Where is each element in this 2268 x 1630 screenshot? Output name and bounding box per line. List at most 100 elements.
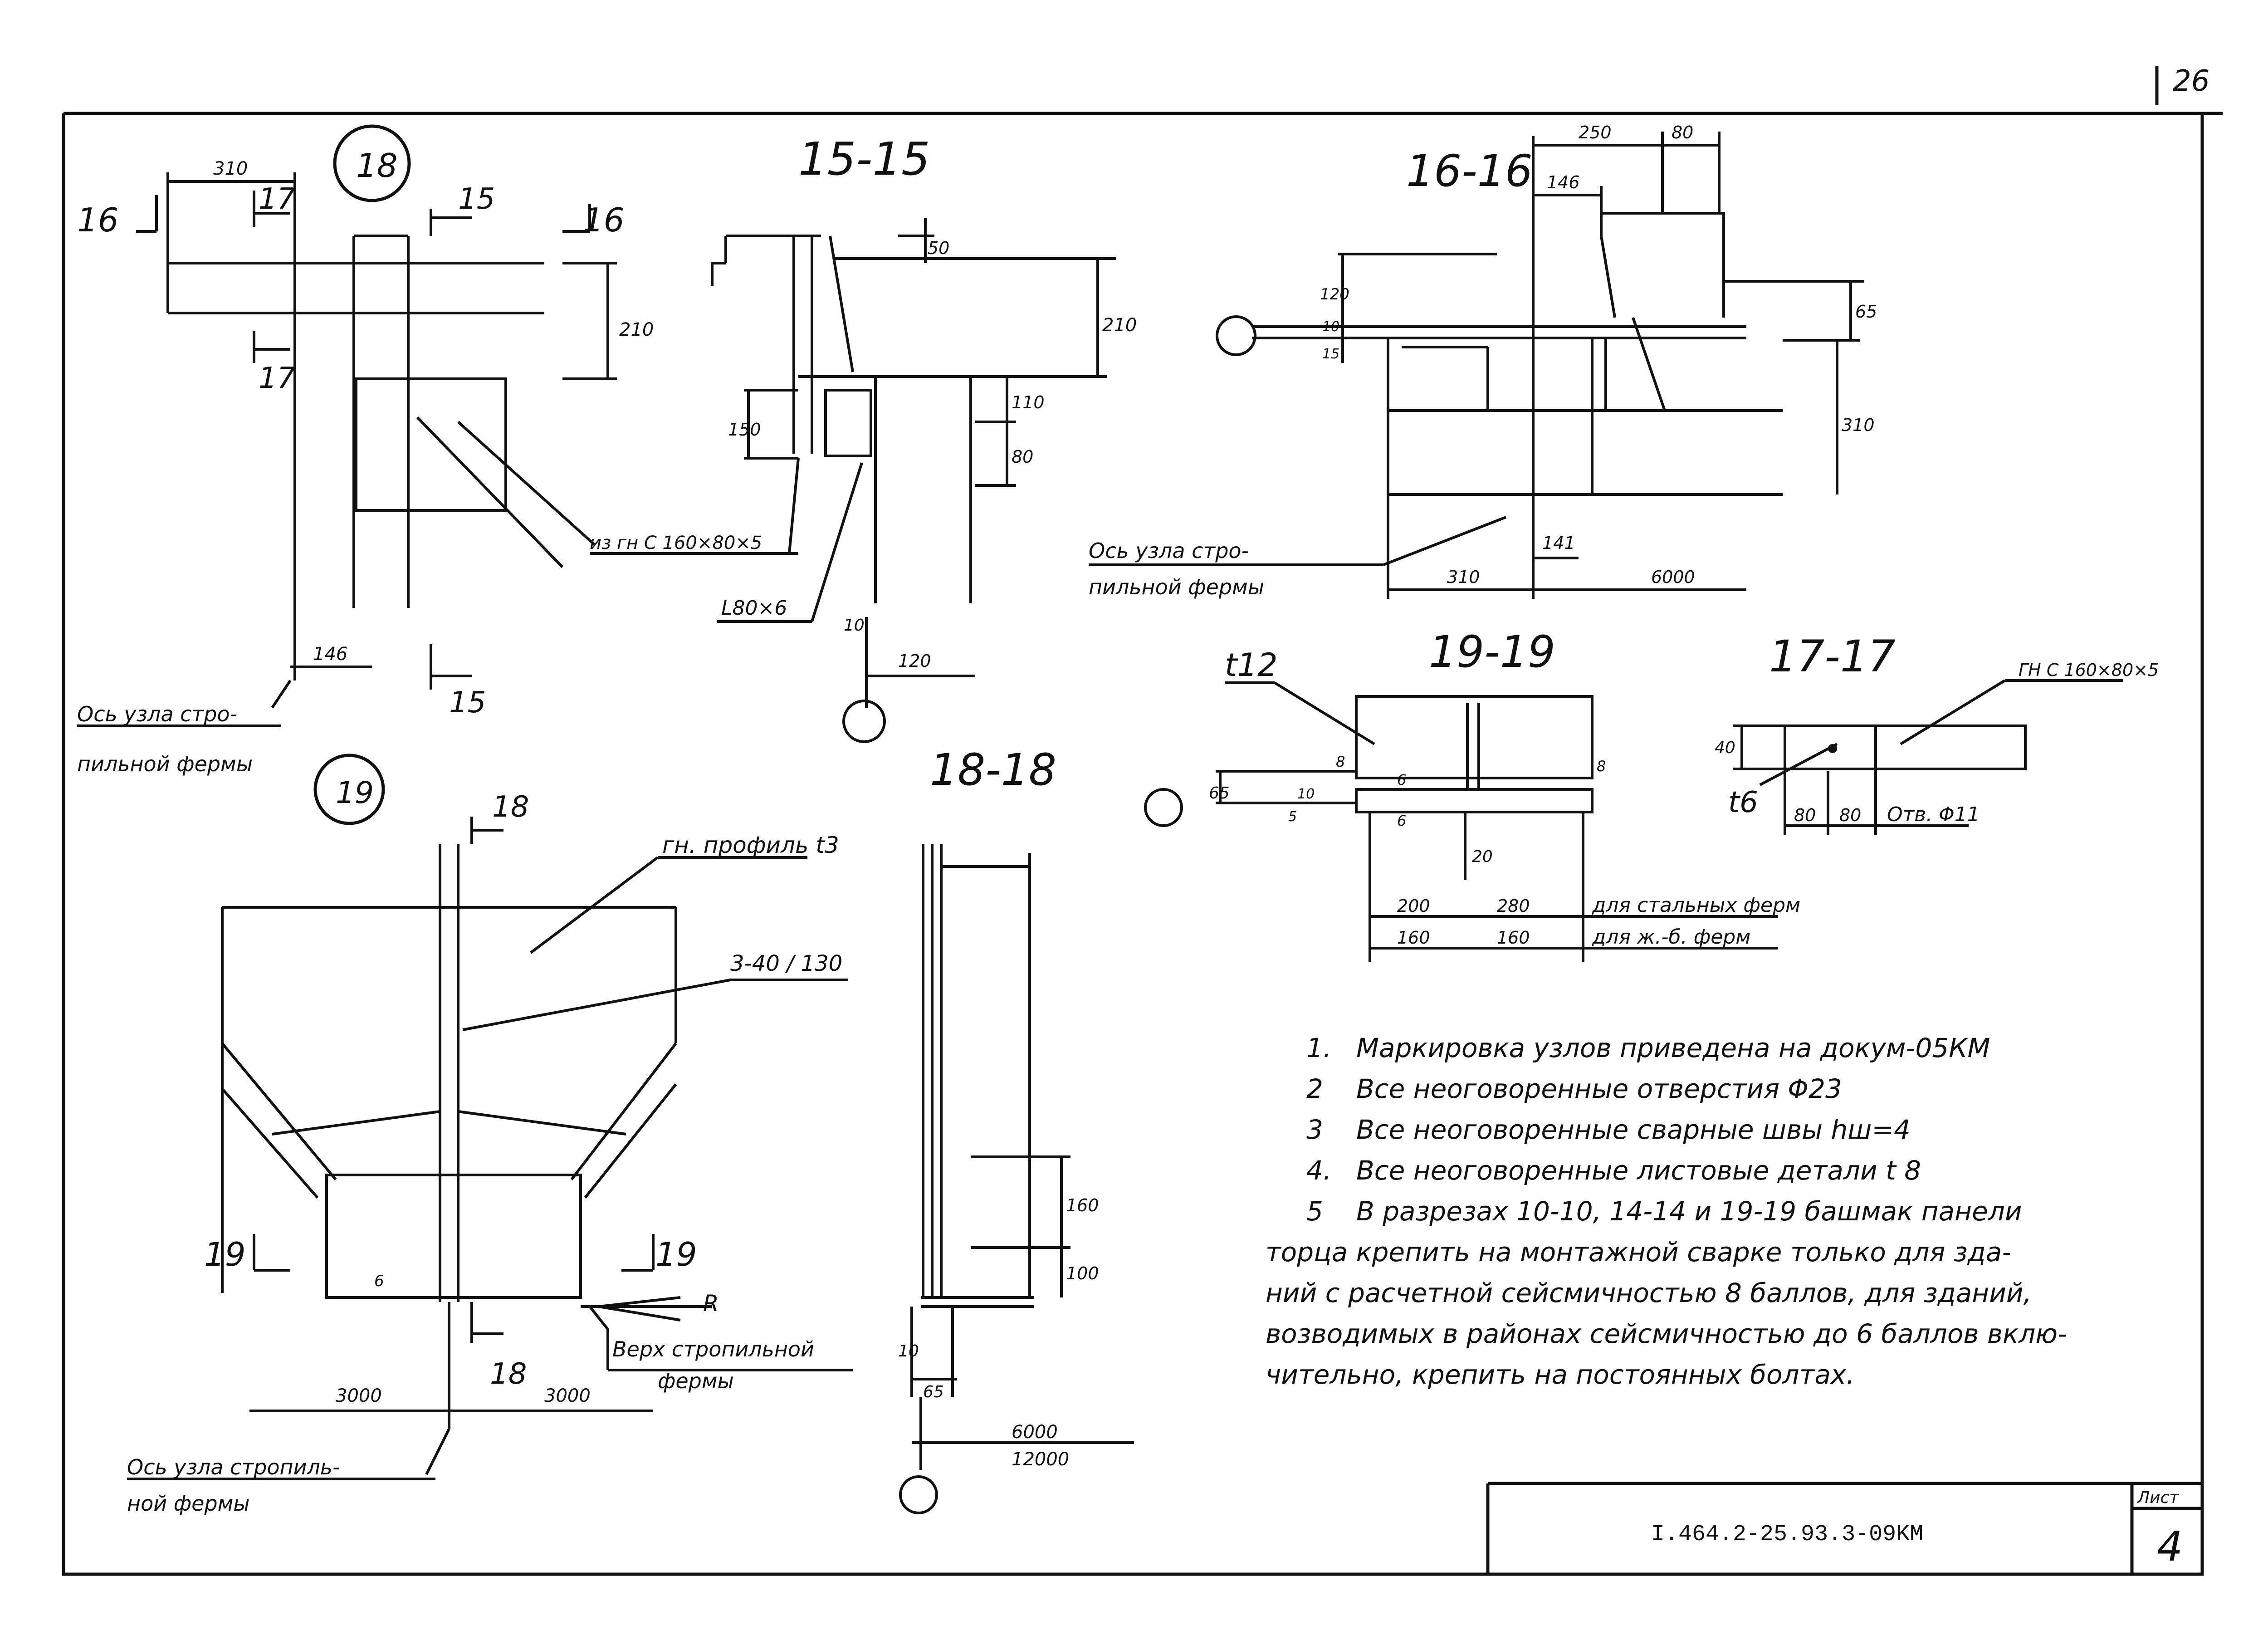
section-19-dim-5: 5 [1288,809,1297,825]
note-3-number: 3 [1306,1114,1323,1145]
section-19-dim-280: 280 [1497,896,1530,916]
node-18-dim-310: 310 [213,158,248,179]
section-18-dim-100: 100 [1066,1263,1099,1283]
node-18-cut-15-top: 15 [458,182,495,216]
node-19-dim-3000-left: 3000 [336,1385,382,1406]
node-18-dim-210: 210 [619,319,654,340]
node-19-slope-mark: R [703,1290,719,1317]
section-19-note-rc-trusses: для ж.-б. ферм [1592,925,1750,949]
section-19-dim-10: 10 [1297,786,1315,802]
note-4-number: 4. [1306,1155,1331,1186]
section-19-dim-6a: 6 [1397,771,1406,788]
note-3-text: Все неоговоренные сварные швы hш=4 [1356,1114,1911,1145]
section-17-dim-80a: 80 [1794,805,1816,825]
section-16-dim-146: 146 [1547,172,1580,192]
section-17-profile: ГН С 160×80×5 [2019,660,2159,680]
node-18-view: 18 [77,124,654,776]
node-18-cut-17-top: 17 [259,182,296,216]
node-19-cut-18-top: 18 [492,790,529,824]
note-2-number: 2 [1306,1073,1323,1104]
section-15-axis-circle [842,700,886,743]
node-19-top-note-1: Верх стропильной [612,1337,814,1361]
section-18-dim-10: 10 [898,1342,919,1361]
section-19-dim-160a: 160 [1397,928,1430,948]
node-18-callout-label: 18 [356,147,398,185]
section-17-dim-80b: 80 [1839,805,1861,825]
note-2-text: Все неоговоренные отверстия Φ23 [1356,1073,1842,1104]
section-19-dim-8a: 8 [1336,753,1345,770]
section-16-dim-80: 80 [1672,122,1693,142]
node-19-cut-19-left: 19 [204,1235,246,1273]
general-notes: 1. Маркировка узлов приведена на докум-0… [1266,1033,2067,1390]
section-19-dim-200: 200 [1397,896,1430,916]
note-5-line-3: ний с расчетной сейсмичностью 8 баллов, … [1266,1278,2032,1308]
section-16-dim-120: 120 [1320,285,1349,303]
section-19-dim-8b: 8 [1597,758,1606,775]
section-16-dim-141: 141 [1542,533,1575,553]
section-18-18: 18-18 160 100 10 65 6000 12000 [898,744,1134,1514]
node-18-dim-146: 146 [313,644,347,665]
node-18-axis-label-2: пильной фермы [77,752,253,776]
section-16-axis-label-2: пильной фермы [1089,575,1264,599]
note-4-text: Все неоговоренные листовые детали t 8 [1356,1155,1921,1186]
node-19-axis-label-1: Ось узла стропиль- [127,1455,340,1479]
section-16-dim-310-vertical: 310 [1842,415,1875,435]
section-19-title: 19-19 [1429,627,1555,677]
note-5-number: 5 [1306,1196,1323,1227]
section-15-dim-210: 210 [1102,315,1137,336]
section-19-dim-20: 20 [1472,847,1493,866]
section-15-15: 15-15 [590,132,1137,743]
section-16-dim-250: 250 [1579,122,1612,142]
section-16-axis-label-1: Ось узла стро- [1089,538,1249,563]
section-16-dim-15: 15 [1322,346,1339,362]
note-1-text: Маркировка узлов приведена на докум-05КМ [1356,1033,1990,1063]
node-18-cut-15-bottom: 15 [449,686,486,720]
section-19-note-steel-trusses: для стальных ферм [1592,894,1800,917]
list-number: 4 [2157,1523,2183,1571]
note-5-line-5: чительно, крепить на постоянных болтах. [1266,1359,1855,1390]
node-19-cut-19-right: 19 [655,1235,697,1273]
section-18-dim-6000: 6000 [1012,1422,1058,1443]
section-15-dim-10: 10 [844,616,865,635]
section-19-19: 19-19 t12 65 8 8 6 6 5 10 20 200 280 16 [1144,627,1800,962]
section-15-dim-80: 80 [1012,447,1033,467]
document-code: I.464.2-25.93.3-09KM [1651,1522,1923,1547]
section-15-profile-note: из гн С 160×80×5 [590,533,762,553]
node-19-view: 19 [127,754,853,1516]
node-19-callout-circle [313,754,385,825]
node-19-profile-note: гн. профиль t3 [662,832,839,858]
section-17-dim-40: 40 [1715,739,1735,757]
node-18-cut-16-left: 16 [77,201,119,239]
section-16-axis-circle [1216,315,1256,356]
node-19-plate-6: 6 [374,1272,384,1290]
section-17-plate: t6 [1728,786,1758,819]
section-15-dim-50: 50 [928,238,949,258]
node-19-callout-label: 19 [336,775,374,810]
section-16-dim-10: 10 [1322,319,1339,335]
section-17-title: 17-17 [1769,631,1896,682]
section-15-title: 15-15 [798,132,930,186]
section-16-16: 16-16 [1089,122,1877,599]
node-18-cut-16-right: 16 [583,201,625,239]
section-19-plate: t12 [1225,646,1278,684]
note-5-line-2: торца крепить на монтажной сварке только… [1266,1237,2011,1268]
list-label: Лист [2136,1488,2179,1507]
node-19-cut-18-bottom: 18 [490,1357,527,1391]
section-17-17: 17-17 ГН С 160×80×5 40 t6 80 80 Отв. Φ11 [1715,631,2159,835]
node-19-bolts-note: 3-40 / 130 [730,951,842,976]
section-18-axis-circle [899,1475,938,1514]
section-16-dim-65: 65 [1855,302,1877,322]
section-19-axis-circle [1144,788,1183,827]
section-16-dim-310: 310 [1447,567,1480,587]
title-block [567,1482,2202,1576]
section-17-hole-note: Отв. Φ11 [1887,803,1980,826]
node-18-axis-label-1: Ось узла стро- [77,702,237,726]
section-18-title: 18-18 [930,744,1056,795]
node-19-dim-3000-right: 3000 [544,1385,591,1406]
section-18-dim-160: 160 [1066,1195,1099,1215]
page-number: 26 [2173,64,2209,98]
section-16-dim-6000: 6000 [1651,567,1695,587]
section-16-title: 16-16 [1406,146,1533,196]
section-15-dim-150: 150 [728,420,761,440]
